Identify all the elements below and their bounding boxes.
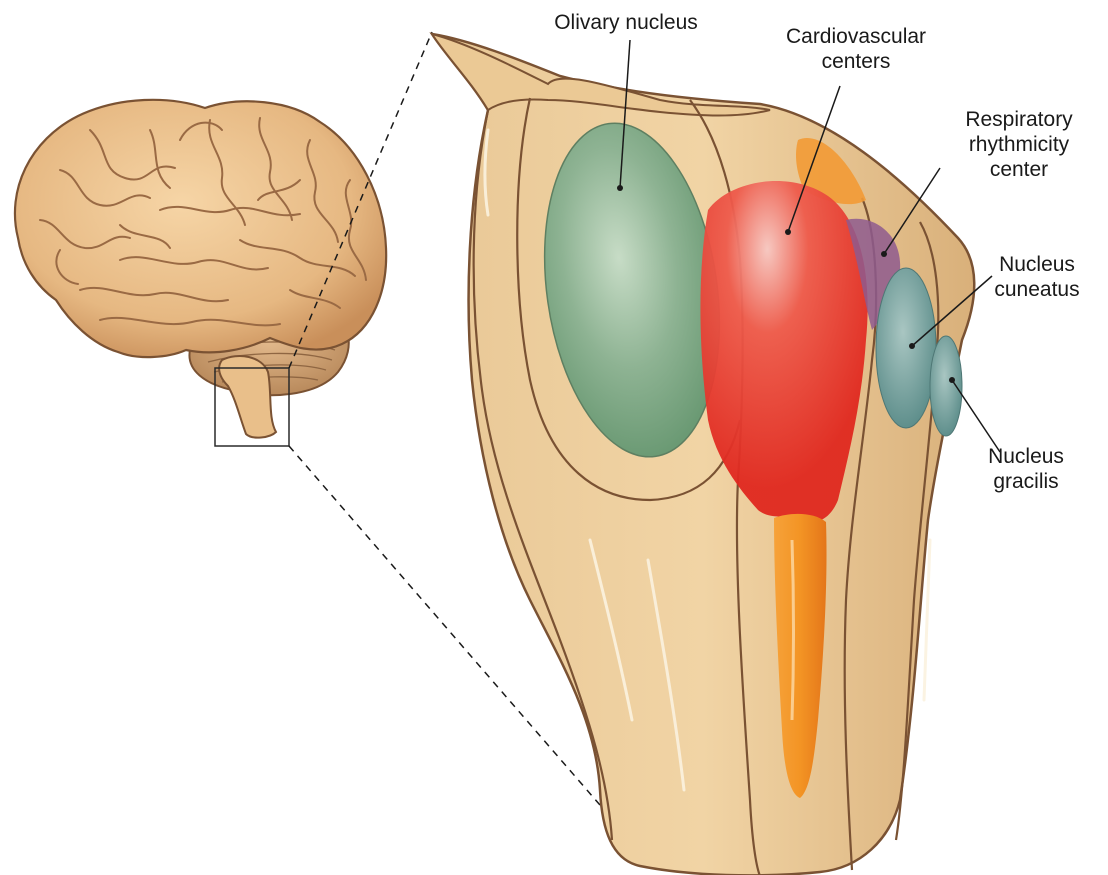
nucleus-gracilis: [930, 336, 962, 436]
dot-gracilis: [949, 377, 955, 383]
label-respiratory-rhythmicity-center: Respiratory rhythmicity center: [930, 107, 1108, 182]
label-nucleus-gracilis: Nucleus gracilis: [958, 444, 1094, 494]
dot-resp: [881, 251, 887, 257]
dot-cardio: [785, 229, 791, 235]
label-respiratory-line-1: Respiratory: [930, 107, 1108, 132]
label-gracilis-line-2: gracilis: [958, 469, 1094, 494]
brain-illustration: [15, 100, 386, 446]
medulla-illustration: [432, 34, 974, 875]
label-olivary-nucleus-text: Olivary nucleus: [526, 10, 726, 35]
label-gracilis-line-1: Nucleus: [958, 444, 1094, 469]
cardiovascular-tract-highlight: [792, 540, 794, 720]
label-cuneatus-line-2: cuneatus: [970, 277, 1104, 302]
dot-olivary: [617, 185, 623, 191]
cerebrum: [15, 100, 386, 357]
label-cuneatus-line-1: Nucleus: [970, 252, 1104, 277]
medulla-body: [432, 34, 974, 875]
label-respiratory-line-2: rhythmicity: [930, 132, 1108, 157]
label-cardiovascular-line-1: Cardiovascular: [748, 24, 964, 49]
label-olivary-nucleus: Olivary nucleus: [526, 10, 726, 35]
label-cardiovascular-centers: Cardiovascular centers: [748, 24, 964, 74]
dot-cuneatus: [909, 343, 915, 349]
label-nucleus-cuneatus: Nucleus cuneatus: [970, 252, 1104, 302]
nucleus-cuneatus: [876, 268, 936, 428]
label-respiratory-line-3: center: [930, 157, 1108, 182]
label-cardiovascular-line-2: centers: [748, 49, 964, 74]
